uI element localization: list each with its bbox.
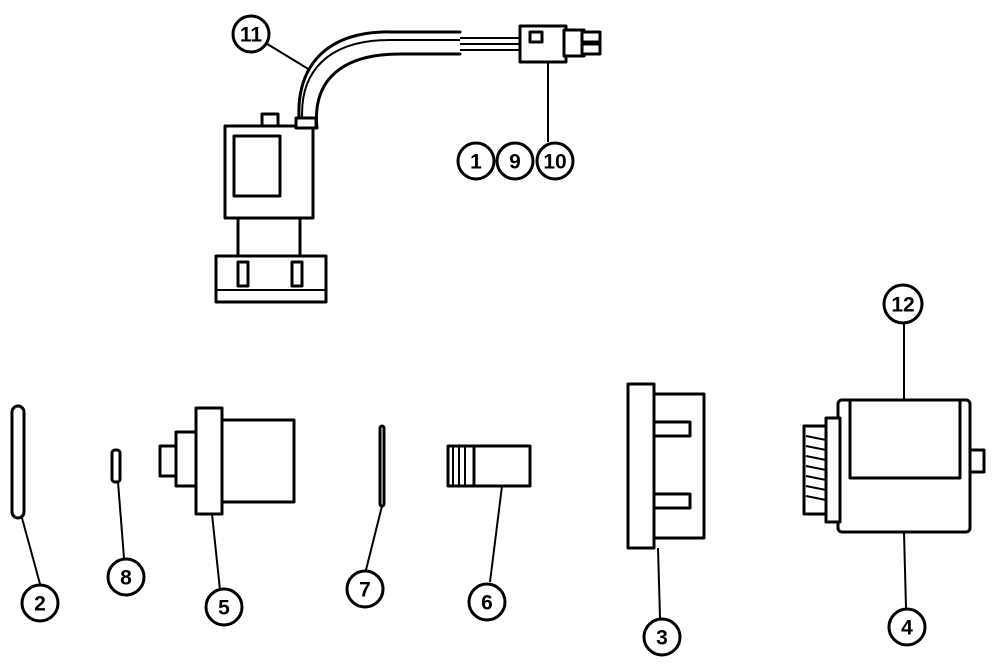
callout-6: 6 xyxy=(467,582,507,622)
callout-circle xyxy=(887,607,927,647)
part-2-o-ring xyxy=(10,404,26,520)
callout-3: 3 xyxy=(642,617,682,657)
part-6-plunger xyxy=(446,444,532,488)
callout-12: 12 xyxy=(882,283,924,325)
cable-top xyxy=(297,30,462,130)
leader-8 xyxy=(117,481,125,559)
part-3-nut xyxy=(626,382,706,550)
callout-1: 1 xyxy=(456,141,496,181)
callout-circle xyxy=(204,587,244,627)
leader-lines xyxy=(21,41,907,619)
part-7-seal xyxy=(378,424,386,508)
callout-circle xyxy=(345,569,385,609)
callout-circle xyxy=(456,141,496,181)
callout-label: 11 xyxy=(240,24,263,47)
part-5-valve-body xyxy=(158,406,296,516)
leader-3 xyxy=(657,547,661,619)
leader-2 xyxy=(21,517,41,585)
callout-label: 9 xyxy=(509,151,521,174)
callout-circle xyxy=(231,14,271,54)
connector xyxy=(518,24,602,64)
part-8-seal xyxy=(110,448,122,484)
callout-circle xyxy=(882,283,924,325)
callout-circle xyxy=(535,141,575,181)
callout-2: 2 xyxy=(20,583,60,623)
callout-circle xyxy=(495,141,535,181)
leader-7 xyxy=(365,505,383,571)
valve-nut xyxy=(214,254,328,304)
callout-label: 4 xyxy=(901,617,913,640)
leader-5 xyxy=(211,513,221,591)
leader-4 xyxy=(903,531,907,609)
leader-11 xyxy=(263,41,311,71)
callout-label: 6 xyxy=(481,592,493,615)
callout-label: 12 xyxy=(891,294,914,317)
callout-label: 3 xyxy=(656,627,668,650)
callout-9: 9 xyxy=(495,141,535,181)
callout-label: 10 xyxy=(543,151,566,174)
callout-11: 11 xyxy=(231,14,271,54)
callout-label: 5 xyxy=(218,597,230,620)
callout-5: 5 xyxy=(204,587,244,627)
callout-10: 10 xyxy=(535,141,575,181)
leader-6 xyxy=(489,485,503,583)
callout-8: 8 xyxy=(106,557,146,597)
callout-circle xyxy=(20,583,60,623)
callout-7: 7 xyxy=(345,569,385,609)
callout-circle xyxy=(467,582,507,622)
callout-label: 2 xyxy=(34,593,46,616)
callout-circle xyxy=(106,557,146,597)
callout-label: 1 xyxy=(470,151,482,174)
coil-window xyxy=(232,134,282,198)
coil-screw xyxy=(260,112,280,128)
part-4-coil xyxy=(802,398,986,534)
solenoid-valve-assembly xyxy=(214,24,602,304)
cable-outer xyxy=(314,52,462,130)
valve-body xyxy=(236,216,302,260)
callout-label: 8 xyxy=(120,567,132,590)
callout-circle xyxy=(642,617,682,657)
callout-4: 4 xyxy=(887,607,927,647)
callout-label: 7 xyxy=(359,579,371,602)
cable-inner xyxy=(301,39,460,129)
